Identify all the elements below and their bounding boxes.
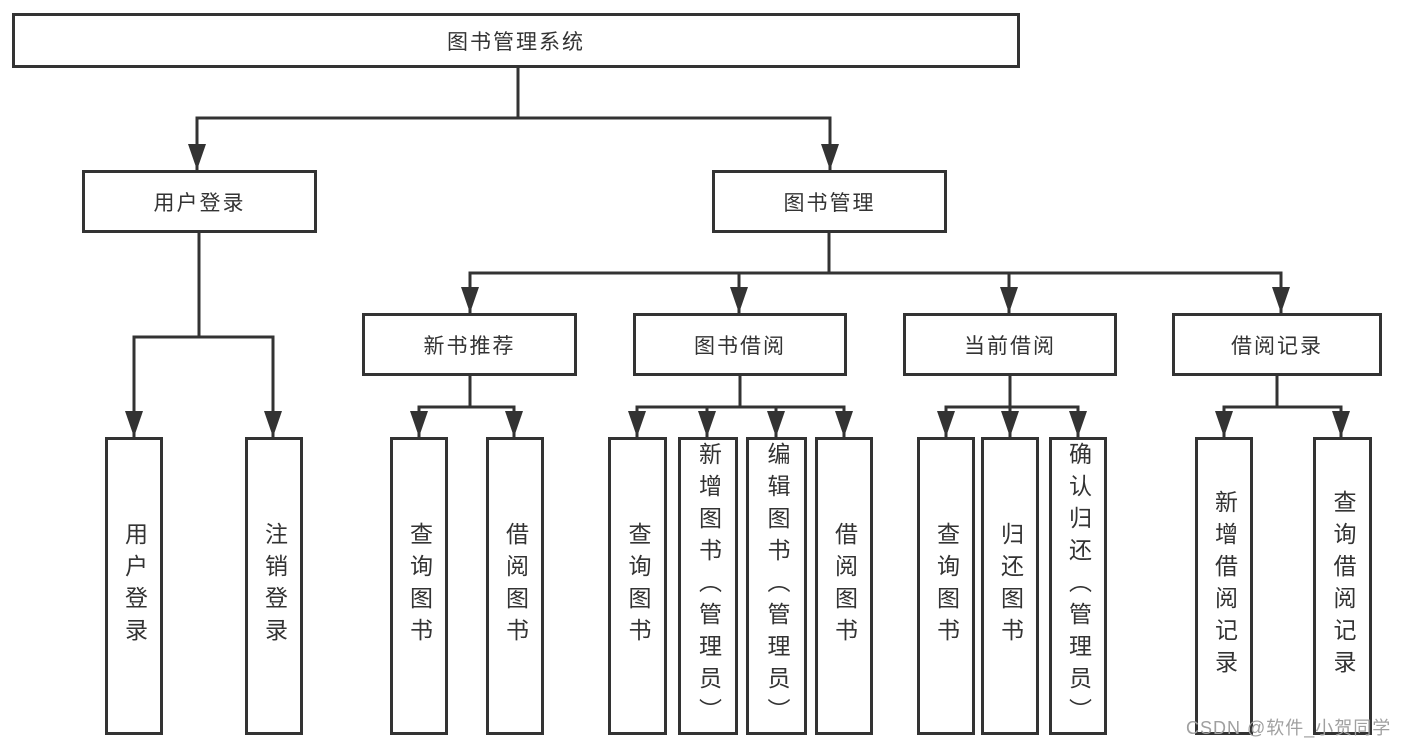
node-book-management: 图书管理	[712, 170, 947, 233]
arrowhead	[835, 411, 853, 437]
leaf-label: 查询图书	[406, 522, 433, 650]
leaf-label: 查询图书	[933, 522, 960, 650]
connector-borrow-records-bar	[1222, 405, 1343, 437]
leaf-label: 编辑图书（管理员）	[764, 442, 790, 730]
leaf-label: 新增图书（管理员）	[695, 442, 722, 730]
arrowhead	[1215, 411, 1233, 437]
arrowhead	[1000, 287, 1018, 313]
leaf-add-books-admin: 新增图书（管理员）	[678, 437, 738, 735]
arrowhead	[264, 411, 282, 437]
node-book-borrow: 图书借阅	[633, 313, 847, 376]
arrowhead	[628, 411, 646, 437]
leaf-confirm-return-admin: 确认归还（管理员）	[1049, 437, 1107, 735]
leaf-borrow-books: 借阅图书	[815, 437, 873, 735]
arrowhead	[1001, 411, 1019, 437]
leaf-label: 用户登录	[121, 522, 148, 650]
arrowhead	[730, 287, 748, 313]
arrowhead	[1332, 411, 1350, 437]
arrowhead	[821, 144, 839, 170]
leaf-label: 借阅图书	[831, 522, 858, 650]
arrowhead	[461, 287, 479, 313]
leaf-user-login: 用户登录	[105, 437, 163, 735]
leaf-label: 新增借阅记录	[1211, 490, 1238, 682]
csdn-watermark: CSDN @软件_小贺同学	[1186, 718, 1392, 738]
leaf-edit-books-admin: 编辑图书（管理员）	[746, 437, 807, 735]
arrowhead	[505, 411, 523, 437]
node-user-login: 用户登录	[82, 170, 317, 233]
node-book-borrow-label: 图书借阅	[694, 334, 786, 358]
arrowhead	[188, 144, 206, 170]
arrowhead	[410, 411, 428, 437]
node-user-login-label: 用户登录	[153, 191, 246, 215]
node-borrow-records: 借阅记录	[1172, 313, 1382, 376]
leaf-query-borrow-record: 查询借阅记录	[1313, 437, 1372, 735]
connector-book-management-bar	[468, 271, 1283, 313]
leaf-label: 确认归还（管理员）	[1065, 442, 1092, 730]
leaf-label: 借阅图书	[502, 522, 529, 650]
node-current-borrow-label: 当前借阅	[964, 334, 1056, 358]
connector-root-bar	[195, 116, 832, 170]
leaf-label: 查询借阅记录	[1330, 490, 1356, 682]
leaf-query-books-borrow: 查询图书	[608, 437, 667, 735]
connector-book-borrow-bar	[635, 405, 846, 437]
arrowhead	[698, 411, 716, 437]
leaf-add-borrow-record: 新增借阅记录	[1195, 437, 1253, 735]
arrowhead	[767, 411, 785, 437]
leaf-label: 注销登录	[261, 522, 288, 650]
node-root: 图书管理系统	[12, 13, 1020, 68]
connector-user-login-bar	[132, 335, 275, 437]
node-borrow-records-label: 借阅记录	[1231, 334, 1323, 358]
node-book-management-label: 图书管理	[783, 191, 876, 215]
node-current-borrow: 当前借阅	[903, 313, 1117, 376]
arrowheads	[125, 144, 1350, 437]
arrowhead	[937, 411, 955, 437]
node-new-book-recommend: 新书推荐	[362, 313, 577, 376]
arrowhead	[125, 411, 143, 437]
connector-new-book-bar	[417, 405, 516, 437]
leaf-label: 查询图书	[625, 522, 651, 650]
node-root-label: 图书管理系统	[447, 30, 585, 54]
arrowhead	[1069, 411, 1087, 437]
leaf-borrow-books-recommend: 借阅图书	[486, 437, 544, 735]
leaf-query-books-current: 查询图书	[917, 437, 975, 735]
arrowhead	[1272, 287, 1290, 313]
node-new-book-recommend-label: 新书推荐	[423, 334, 516, 358]
leaf-logout: 注销登录	[245, 437, 303, 735]
leaf-return-books: 归还图书	[981, 437, 1039, 735]
leaf-label: 归还图书	[997, 522, 1024, 650]
leaf-query-books-recommend: 查询图书	[390, 437, 448, 735]
